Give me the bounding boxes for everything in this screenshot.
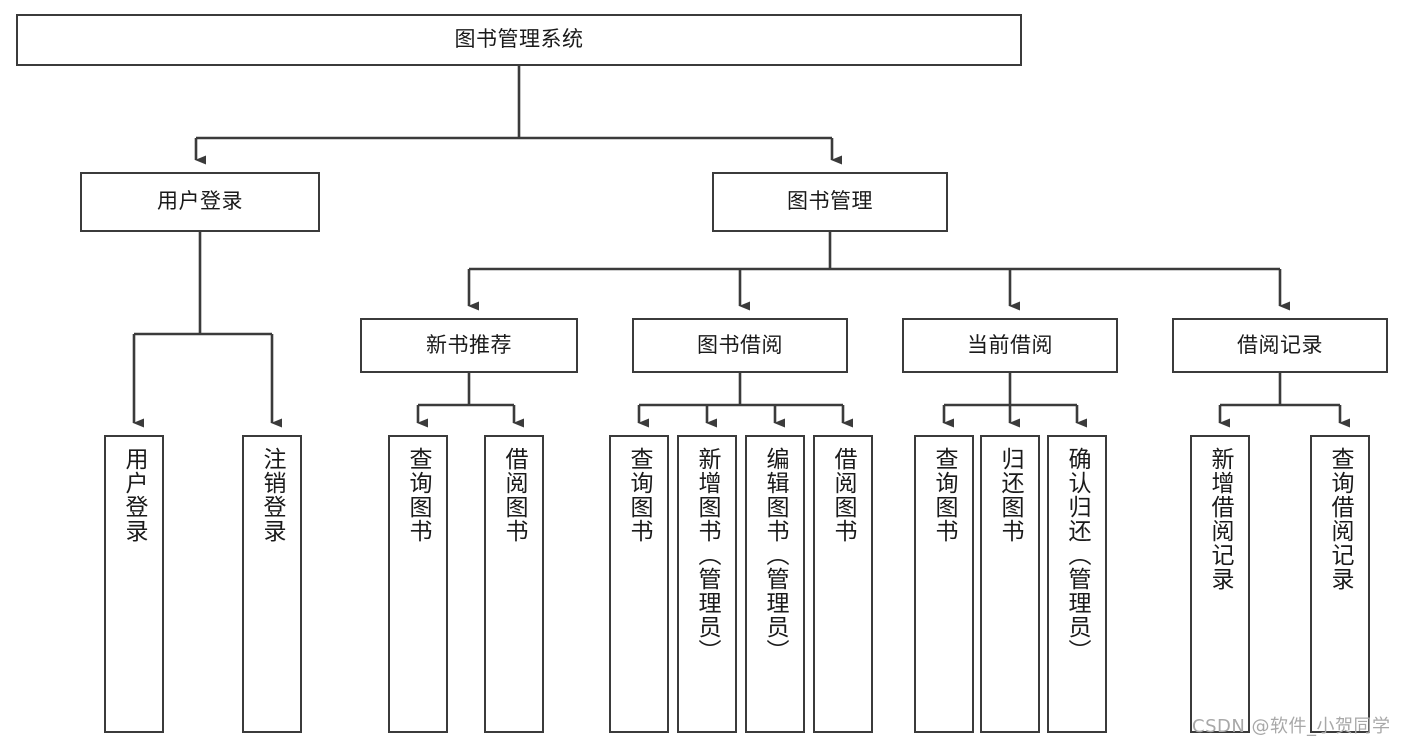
node-leaf-borrow-book-1[interactable]: 借阅图书 xyxy=(484,435,544,733)
node-book-manage[interactable]: 图书管理 xyxy=(712,172,948,232)
node-leaf-borrow-book-2[interactable]: 借阅图书 xyxy=(813,435,873,733)
node-leaf-borrow-book-2-label: 借阅图书 xyxy=(830,447,857,543)
node-leaf-add-borrow-record[interactable]: 新增借阅记录 xyxy=(1190,435,1250,733)
node-new-book-recommendation[interactable]: 新书推荐 xyxy=(360,318,578,373)
node-new-book-recommendation-label: 新书推荐 xyxy=(426,332,512,357)
node-leaf-query-book-3[interactable]: 查询图书 xyxy=(914,435,974,733)
node-leaf-user-login-label: 用户登录 xyxy=(121,447,148,543)
node-borrow-record[interactable]: 借阅记录 xyxy=(1172,318,1388,373)
node-leaf-edit-book-label: 编辑图书（管理员） xyxy=(762,447,789,663)
node-leaf-query-book-1-label: 查询图书 xyxy=(405,447,432,543)
node-book-borrow[interactable]: 图书借阅 xyxy=(632,318,848,373)
node-leaf-return-book-label: 归还图书 xyxy=(997,447,1024,543)
csdn-watermark: CSDN @软件_小贺同学 xyxy=(1192,716,1391,737)
node-root-label: 图书管理系统 xyxy=(454,27,584,52)
node-root[interactable]: 图书管理系统 xyxy=(16,14,1022,66)
node-leaf-confirm-return[interactable]: 确认归还（管理员） xyxy=(1047,435,1107,733)
node-leaf-user-login[interactable]: 用户登录 xyxy=(104,435,164,733)
node-current-borrow[interactable]: 当前借阅 xyxy=(902,318,1118,373)
node-leaf-query-borrow-record[interactable]: 查询借阅记录 xyxy=(1310,435,1370,733)
node-leaf-add-book-label: 新增图书（管理员） xyxy=(694,447,721,663)
node-leaf-query-book-2-label: 查询图书 xyxy=(626,447,653,543)
node-leaf-query-book-1[interactable]: 查询图书 xyxy=(388,435,448,733)
node-leaf-add-borrow-record-label: 新增借阅记录 xyxy=(1207,447,1234,591)
node-leaf-add-book[interactable]: 新增图书（管理员） xyxy=(677,435,737,733)
node-borrow-record-label: 借阅记录 xyxy=(1237,332,1323,357)
node-leaf-query-book-2[interactable]: 查询图书 xyxy=(609,435,669,733)
node-leaf-logout-label: 注销登录 xyxy=(259,447,286,543)
node-leaf-edit-book[interactable]: 编辑图书（管理员） xyxy=(745,435,805,733)
node-leaf-borrow-book-1-label: 借阅图书 xyxy=(501,447,528,543)
node-book-borrow-label: 图书借阅 xyxy=(697,332,783,357)
node-user-login[interactable]: 用户登录 xyxy=(80,172,320,232)
node-leaf-return-book[interactable]: 归还图书 xyxy=(980,435,1040,733)
node-book-manage-label: 图书管理 xyxy=(787,189,873,214)
node-current-borrow-label: 当前借阅 xyxy=(967,332,1053,357)
node-leaf-logout[interactable]: 注销登录 xyxy=(242,435,302,733)
node-leaf-confirm-return-label: 确认归还（管理员） xyxy=(1064,447,1091,663)
node-leaf-query-book-3-label: 查询图书 xyxy=(931,447,958,543)
node-user-login-label: 用户登录 xyxy=(157,189,243,214)
node-leaf-query-borrow-record-label: 查询借阅记录 xyxy=(1327,447,1354,591)
